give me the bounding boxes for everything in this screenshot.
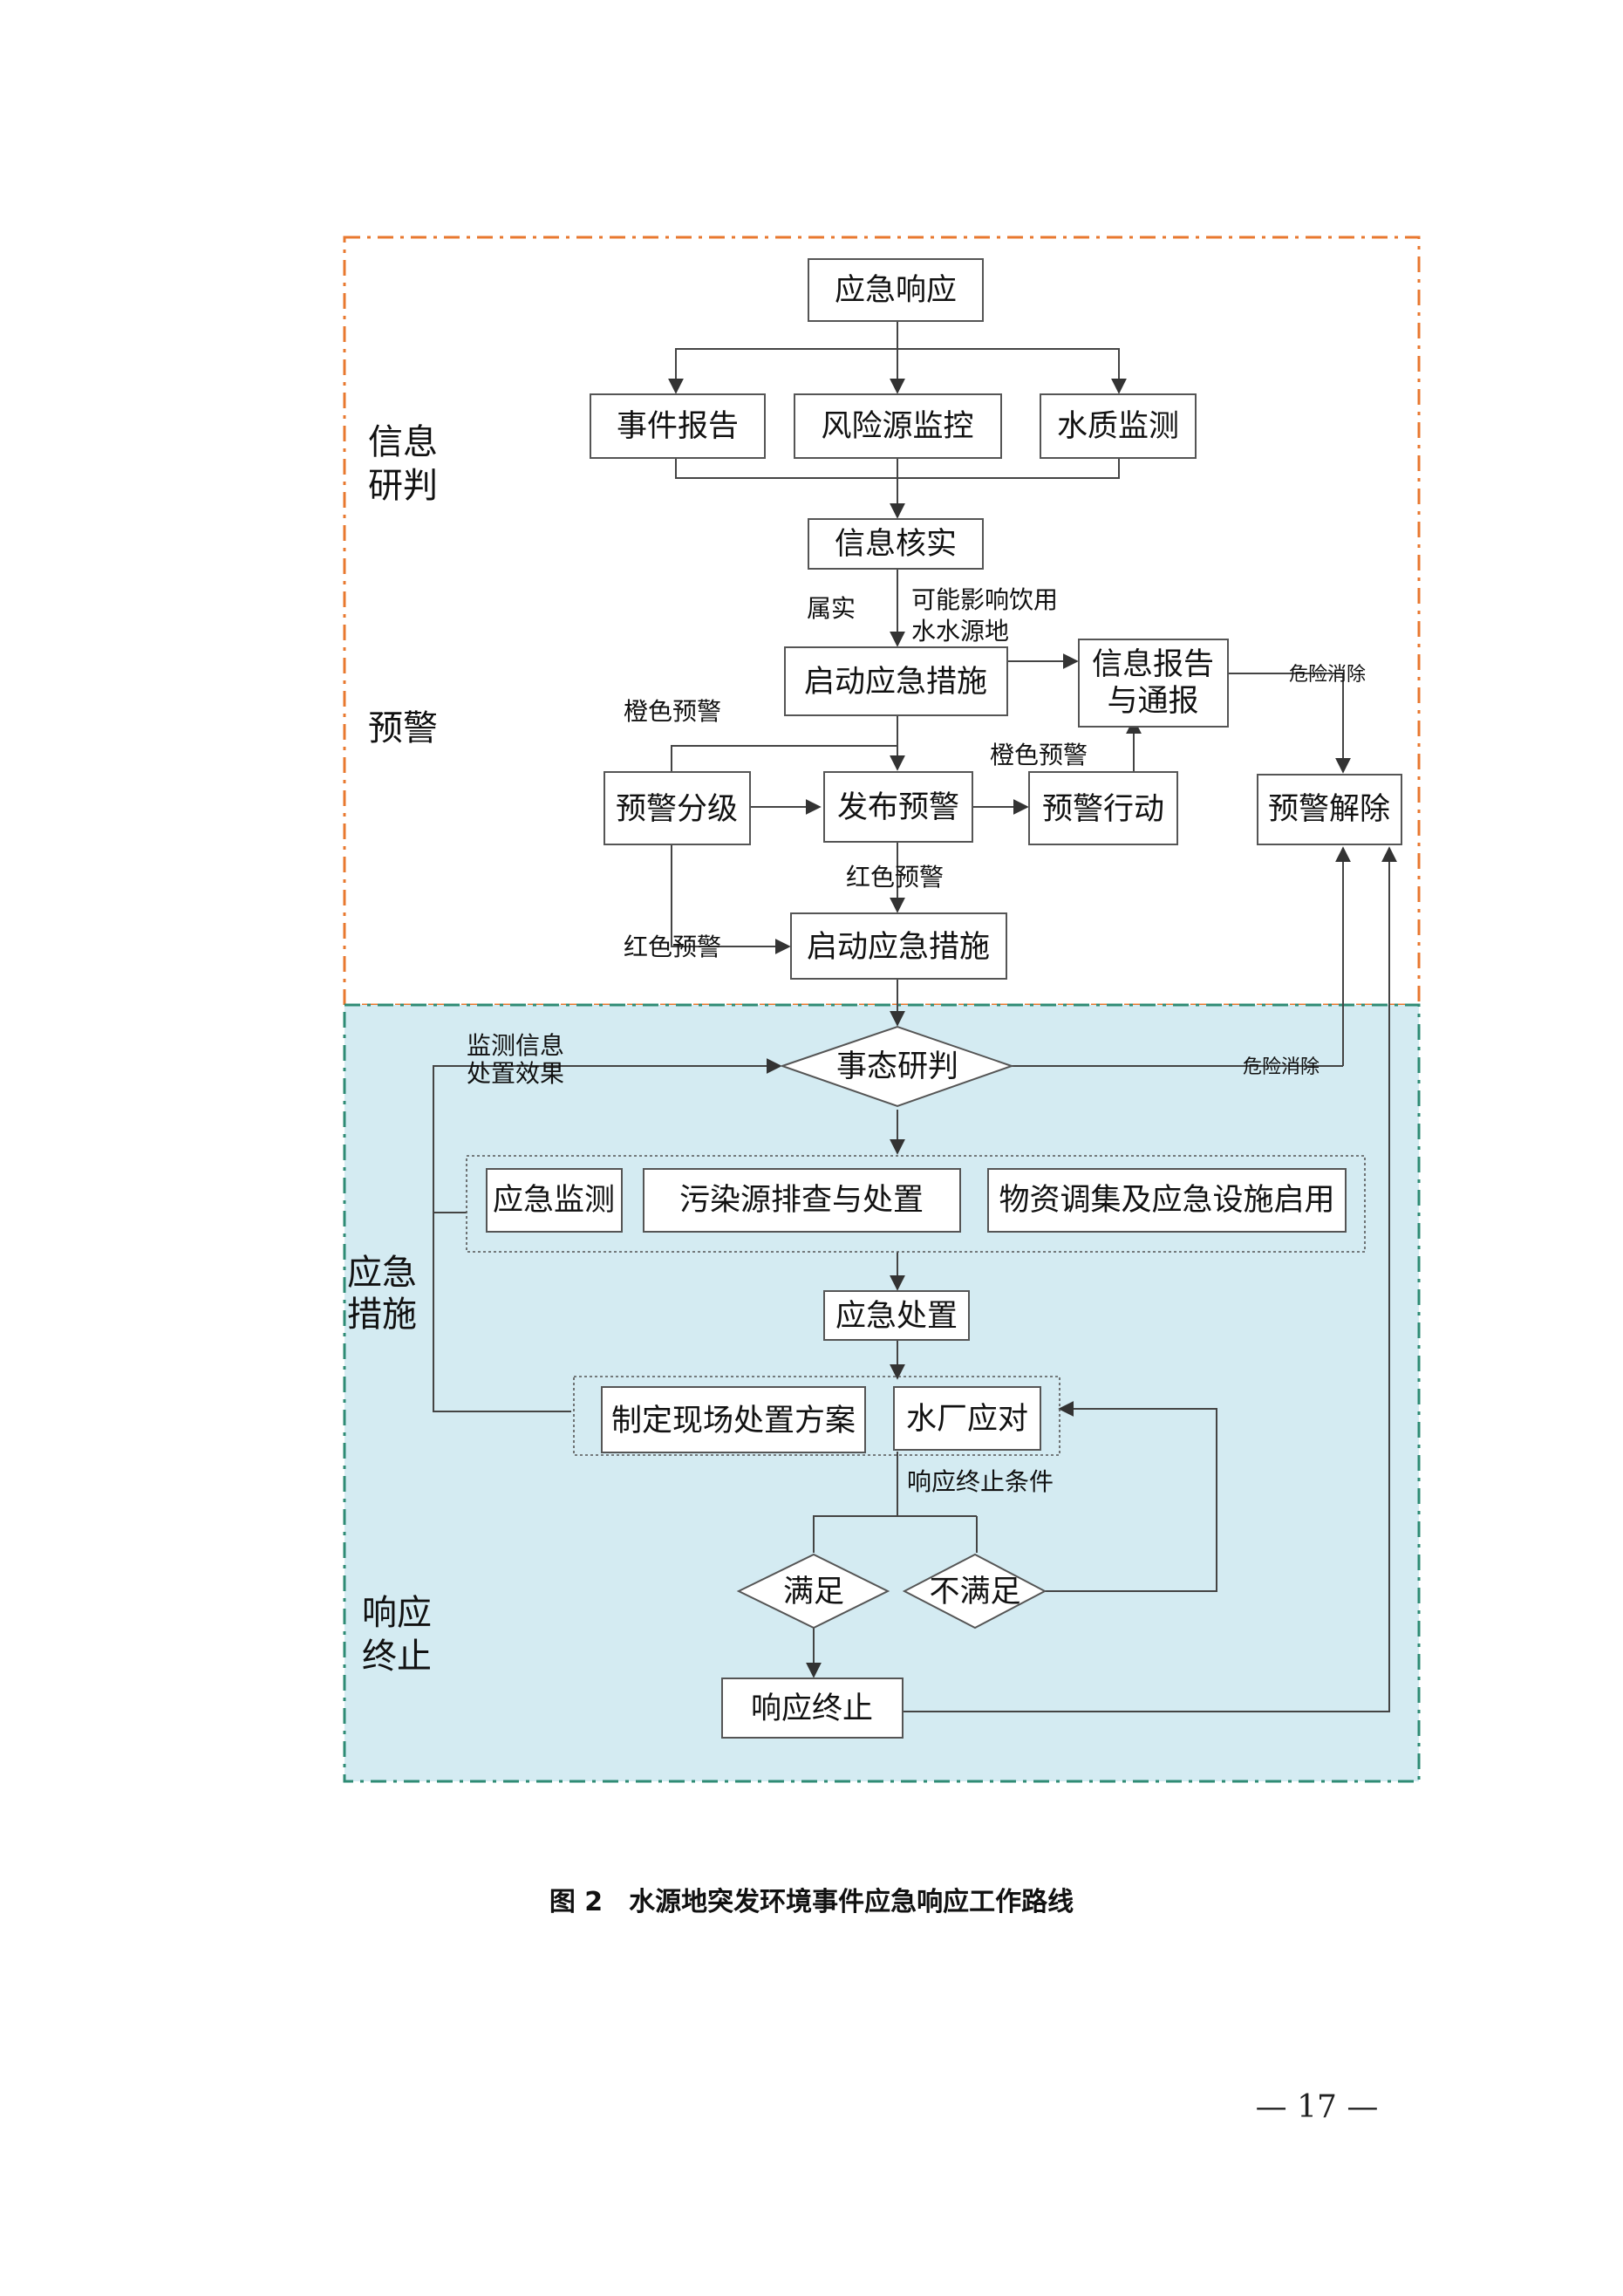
node-warning-release: 预警解除 xyxy=(1257,774,1402,845)
edge-label-monitoring-info-1: 监测信息 xyxy=(467,1031,564,1060)
svg-text:风险源监控: 风险源监控 xyxy=(821,409,973,444)
phase-label-measures-1: 应急 xyxy=(347,1253,417,1293)
node-risk-source-monitoring: 风险源监控 xyxy=(794,393,1002,459)
svg-text:满足: 满足 xyxy=(783,1575,844,1609)
node-materials-dispatch: 物资调集及应急设施启用 xyxy=(987,1168,1347,1233)
edge-label-orange-warning-2: 橙色预警 xyxy=(990,741,1088,769)
svg-text:信息核实: 信息核实 xyxy=(835,527,957,562)
svg-text:污染源排查与处置: 污染源排查与处置 xyxy=(679,1183,924,1218)
edge-label-monitoring-info-2: 处置效果 xyxy=(467,1059,564,1088)
svg-text:响应终止: 响应终止 xyxy=(751,1691,873,1726)
connectors xyxy=(433,321,1397,1712)
svg-text:水质监测: 水质监测 xyxy=(1057,409,1179,444)
svg-text:预警行动: 预警行动 xyxy=(1042,792,1164,827)
phase-label-termination-2: 终止 xyxy=(362,1637,432,1677)
svg-text:应急监测: 应急监测 xyxy=(493,1183,615,1218)
phase-label-termination-1: 响应 xyxy=(362,1593,432,1633)
figure-caption: 图 2 水源地突发环境事件应急响应工作路线 xyxy=(549,1887,1074,1917)
node-water-quality-monitoring: 水质监测 xyxy=(1040,393,1197,459)
edge-label-danger-eliminated-1: 危险消除 xyxy=(1289,664,1366,686)
phase-label-info-1: 信息 xyxy=(368,422,438,462)
svg-text:启动应急措施: 启动应急措施 xyxy=(804,665,987,700)
phase-label-info-2: 研判 xyxy=(368,466,438,506)
svg-text:应急处置: 应急处置 xyxy=(835,1299,958,1334)
node-issue-warning: 发布预警 xyxy=(823,771,973,843)
svg-text:预警分级: 预警分级 xyxy=(616,792,738,827)
node-satisfied: 满足 xyxy=(736,1553,890,1630)
svg-text:水厂应对: 水厂应对 xyxy=(906,1402,1028,1437)
edge-label-termination-conditions: 响应终止条件 xyxy=(907,1467,1054,1496)
node-not-satisfied: 不满足 xyxy=(902,1553,1047,1630)
node-warning-action: 预警行动 xyxy=(1028,771,1178,845)
node-water-plant-response: 水厂应对 xyxy=(893,1386,1041,1451)
node-pollution-source-check: 污染源排查与处置 xyxy=(643,1168,961,1233)
edge-label-danger-eliminated-2: 危险消除 xyxy=(1243,1056,1320,1078)
node-emergency-response: 应急响应 xyxy=(808,258,984,322)
edge-label-confirmed: 属实 xyxy=(807,594,856,623)
svg-text:事态研判: 事态研判 xyxy=(836,1049,958,1084)
node-onsite-plan: 制定现场处置方案 xyxy=(601,1386,866,1453)
edge-label-may-affect-2: 水水源地 xyxy=(911,617,1009,646)
svg-text:制定现场处置方案: 制定现场处置方案 xyxy=(611,1404,856,1438)
svg-text:物资调集及应急设施启用: 物资调集及应急设施启用 xyxy=(999,1183,1334,1218)
svg-text:应急响应: 应急响应 xyxy=(835,273,957,308)
phase-label-warning: 预警 xyxy=(368,708,438,748)
edge-label-may-affect-1: 可能影响饮用 xyxy=(911,585,1058,614)
node-warning-grading: 预警分级 xyxy=(604,771,751,845)
edge-label-red-warning-1: 红色预警 xyxy=(846,863,944,892)
svg-text:发布预警: 发布预警 xyxy=(837,790,959,825)
node-info-report: 信息报告 与通报 xyxy=(1078,639,1229,728)
svg-text:与通报: 与通报 xyxy=(1107,684,1198,719)
phase-label-measures-2: 措施 xyxy=(347,1295,417,1335)
svg-text:预警解除: 预警解除 xyxy=(1268,792,1390,827)
node-situation-assessment: 事态研判 xyxy=(779,1025,1015,1108)
node-response-termination: 响应终止 xyxy=(721,1678,904,1739)
svg-text:不满足: 不满足 xyxy=(929,1575,1020,1609)
svg-text:启动应急措施: 启动应急措施 xyxy=(807,930,990,965)
svg-text:事件报告: 事件报告 xyxy=(617,409,739,444)
node-emergency-disposal: 应急处置 xyxy=(823,1290,970,1341)
node-event-report: 事件报告 xyxy=(590,393,766,459)
node-emergency-monitoring: 应急监测 xyxy=(486,1168,623,1233)
node-start-emergency-measures-1: 启动应急措施 xyxy=(784,646,1008,716)
svg-text:信息报告: 信息报告 xyxy=(1092,647,1214,682)
node-start-emergency-measures-2: 启动应急措施 xyxy=(790,912,1007,980)
edge-label-red-warning-2: 红色预警 xyxy=(624,933,721,961)
edge-label-orange-warning-1: 橙色预警 xyxy=(624,697,721,726)
disposal-group xyxy=(573,1376,1060,1456)
node-info-verification: 信息核实 xyxy=(808,518,984,570)
page-number: — 17 — xyxy=(1255,2089,1379,2125)
zone-response xyxy=(343,1003,1421,1783)
